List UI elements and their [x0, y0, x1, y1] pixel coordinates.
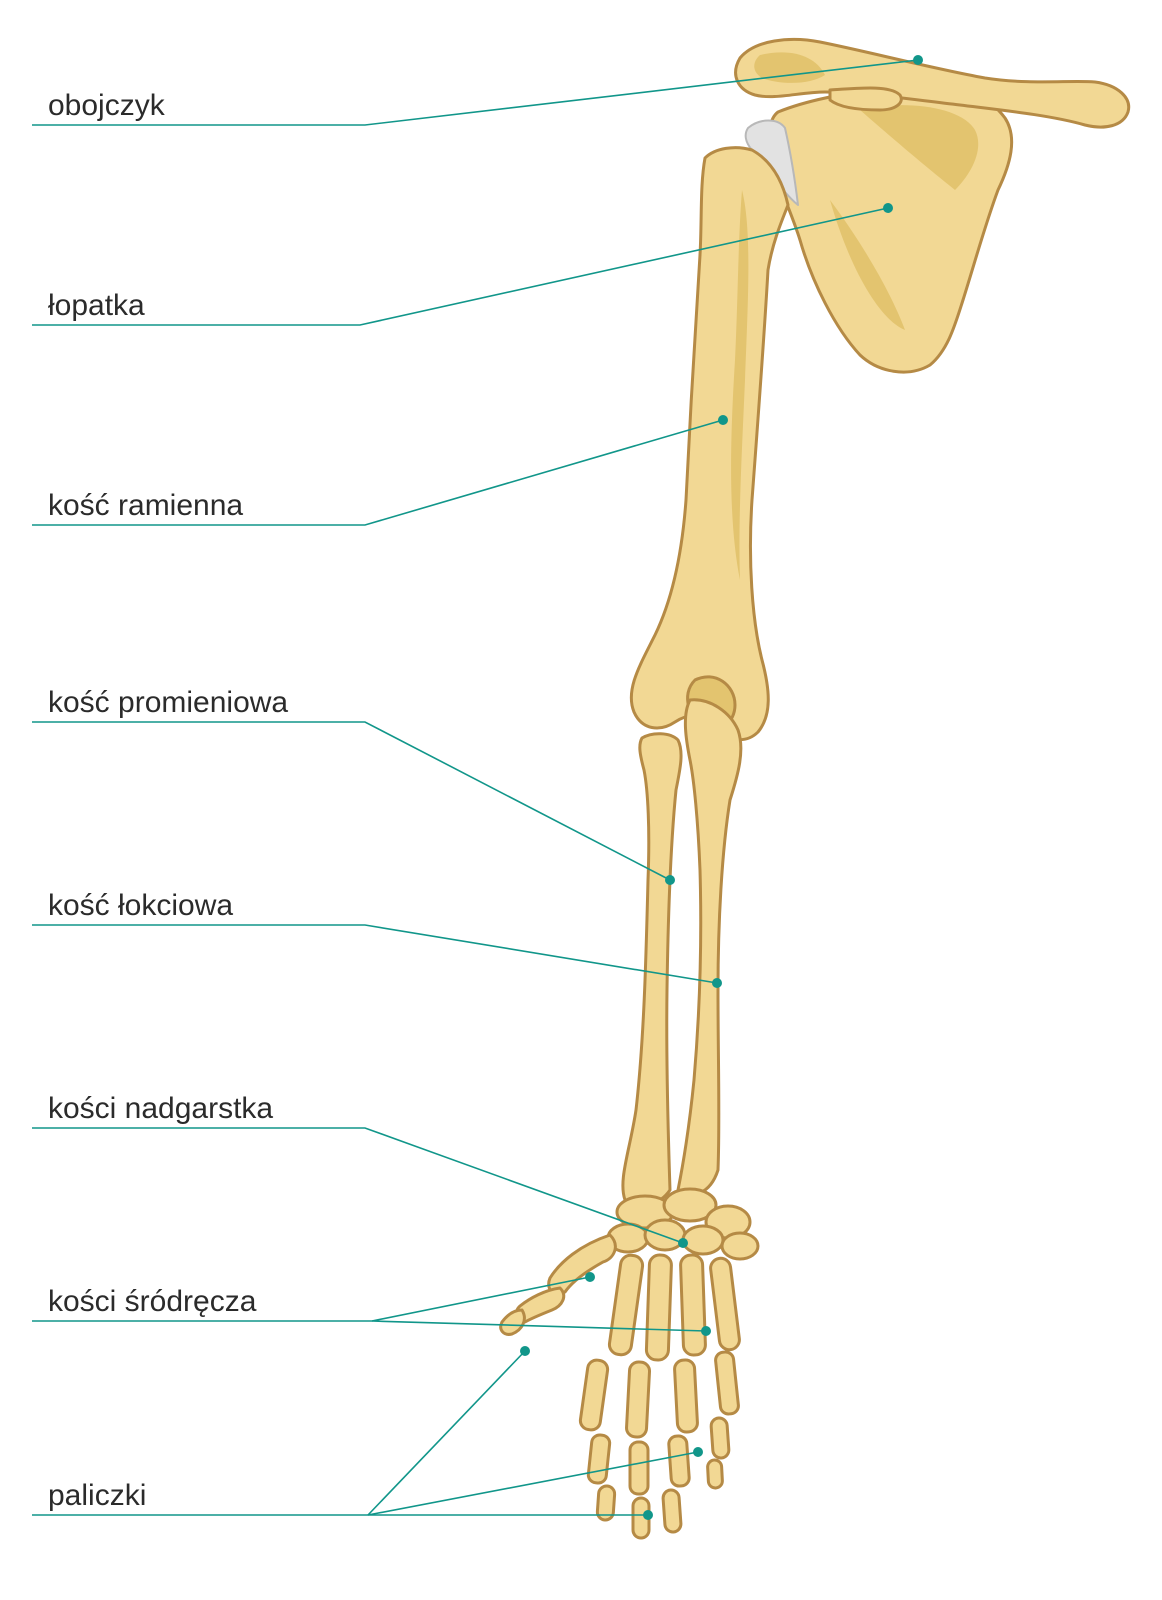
humeral-head-cartilage [744, 119, 799, 206]
index-distal [595, 1484, 617, 1522]
marker-paliczki-2 [693, 1447, 703, 1457]
marker-kosci-nadgarstka [678, 1238, 688, 1248]
label-kosci-nadgarstka: kości nadgarstka [48, 1092, 273, 1125]
phalanges-index [578, 1358, 617, 1522]
label-kosci-srodrecza: kości śródręcza [48, 1285, 257, 1318]
label-obojczyk: obojczyk [48, 89, 166, 122]
phalanges-middle [625, 1360, 652, 1540]
humerus-shading [731, 190, 749, 580]
marker-obojczyk [913, 55, 923, 65]
leader-kosc-ramienna [32, 419, 724, 526]
carpal-2 [662, 1187, 718, 1223]
marker-kosc-lokciowa [712, 978, 722, 988]
label-paliczki: paliczki [48, 1479, 146, 1512]
marker-kosci-srodrecza-2 [701, 1326, 711, 1336]
carpal-6 [681, 1224, 725, 1256]
marker-kosc-ramienna [718, 415, 728, 425]
metacarpal-3 [644, 1253, 673, 1362]
clavicle-shading [754, 52, 825, 83]
little-proximal [714, 1350, 740, 1416]
label-kosc-promieniowa: kość promieniowa [48, 686, 288, 719]
leader-lopatka [32, 207, 889, 326]
leader-paliczki-2 [367, 1350, 526, 1516]
label-lopatka: łopatka [48, 289, 145, 322]
acromion-process [828, 86, 903, 112]
marker-kosci-srodrecza-1 [585, 1272, 595, 1282]
metacarpal-4 [679, 1253, 707, 1357]
little-distal [706, 1458, 724, 1490]
marker-dots [520, 55, 923, 1520]
little-middle [709, 1416, 731, 1460]
clavicle-bone [734, 37, 1131, 129]
thumb-distal-phalanx [499, 1308, 526, 1336]
leader-kosci-srodrecza-2 [371, 1320, 707, 1332]
leader-paliczki-3 [367, 1451, 699, 1516]
thumb-metacarpal [547, 1233, 617, 1296]
leader-kosci-nadgarstka [32, 1127, 684, 1244]
ulna-bone [676, 698, 743, 1197]
index-proximal [578, 1358, 610, 1432]
arm-skeleton [499, 37, 1131, 1540]
ring-distal [661, 1488, 683, 1534]
labels: obojczyk łopatka kość ramienna kość prom… [48, 89, 288, 1512]
leader-kosc-lokciowa [32, 924, 718, 984]
metacarpal-5 [709, 1256, 741, 1352]
marker-kosc-promieniowa [665, 875, 675, 885]
marker-paliczki-1 [520, 1346, 530, 1356]
label-kosc-ramienna: kość ramienna [48, 489, 243, 522]
marker-paliczki-3 [643, 1510, 653, 1520]
marker-lopatka [883, 203, 893, 213]
ring-proximal [673, 1358, 699, 1434]
thumb-bones [499, 1233, 617, 1336]
middle-middle [628, 1440, 650, 1496]
phalanges-little [706, 1350, 740, 1490]
label-kosc-lokciowa: kość łokciowa [48, 889, 233, 922]
humerus-bone [629, 146, 790, 742]
leader-lines [32, 59, 919, 1516]
index-middle [586, 1433, 612, 1485]
metacarpal-2 [607, 1253, 645, 1357]
leader-kosc-promieniowa [32, 721, 671, 881]
scapula-shading [860, 105, 979, 190]
leader-obojczyk [32, 59, 919, 126]
carpal-7 [720, 1231, 760, 1261]
phalanges-ring [661, 1358, 699, 1534]
carpal-bones [606, 1187, 760, 1261]
scapula-shading-2 [830, 200, 905, 330]
metacarpal-bones [607, 1253, 741, 1362]
middle-proximal [625, 1360, 652, 1439]
ring-middle [667, 1434, 691, 1488]
